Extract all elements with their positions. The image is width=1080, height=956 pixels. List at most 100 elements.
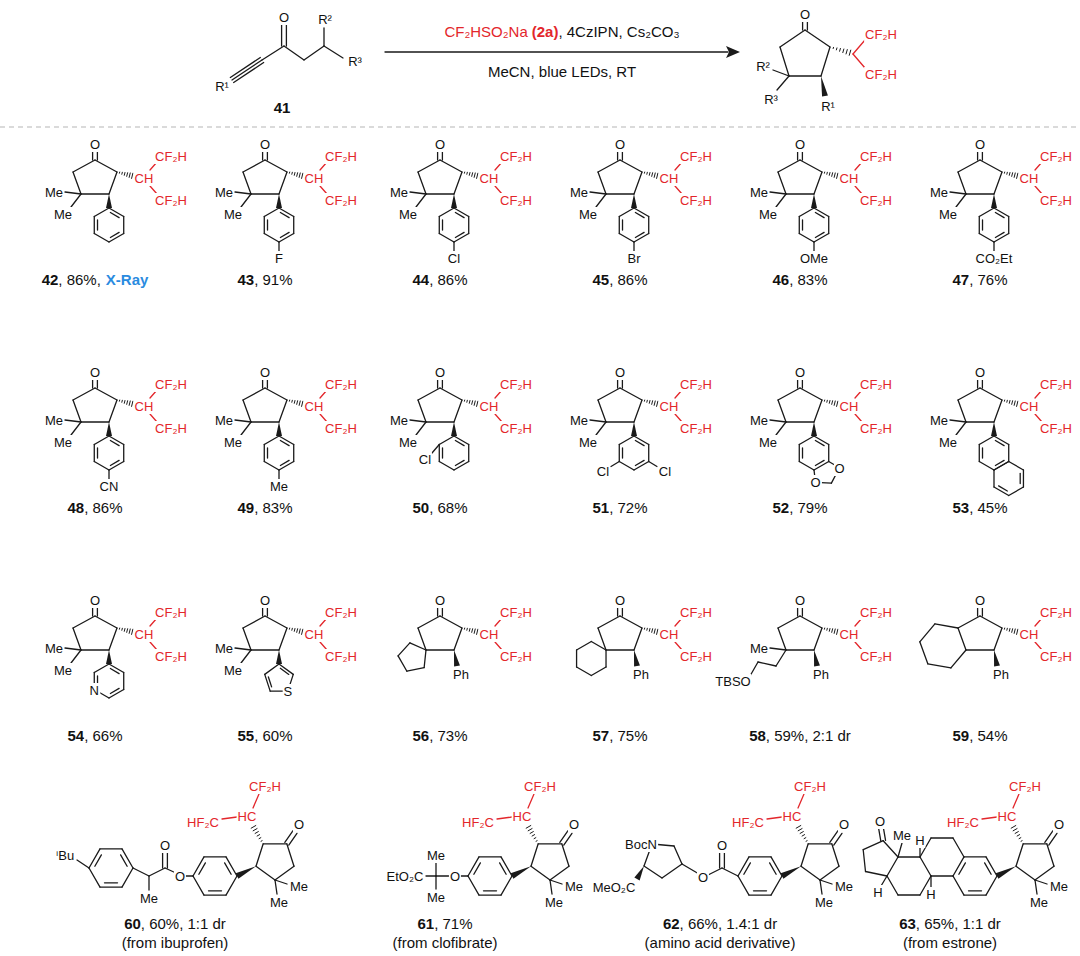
atom-label: CH (134, 399, 155, 414)
caption-line: (from clofibrate) (392, 935, 497, 951)
bond-line (468, 217, 469, 234)
bond-line (814, 462, 829, 471)
bond-line (979, 217, 980, 234)
compound-caption: 59 (952, 727, 969, 744)
hash-bond (469, 628, 471, 632)
bond-line (898, 856, 920, 857)
bond-line (439, 217, 440, 234)
wedge-bond (631, 194, 637, 208)
atom-label: Me (389, 185, 409, 200)
label-anchor: HF₂C (461, 814, 495, 830)
bond-line (109, 234, 124, 243)
bond-line (798, 794, 804, 808)
bond-line (267, 151, 268, 160)
hash-bond (121, 400, 123, 403)
label-anchor: Ph (812, 666, 830, 682)
hash-bond (466, 400, 468, 403)
bond-line (622, 220, 623, 230)
bond-line (770, 192, 786, 194)
bond-line (501, 857, 512, 876)
bond-line (758, 662, 776, 666)
bond-line (770, 420, 786, 422)
wedge-bond (276, 650, 282, 664)
atom-label: CF₂H (859, 193, 893, 208)
bond-line (799, 217, 800, 234)
bond-line (454, 462, 469, 471)
label-anchor: Me (44, 640, 64, 656)
bond-line (94, 664, 109, 673)
bond-line (133, 868, 149, 876)
bond-line (235, 648, 251, 650)
label-anchor: O (293, 816, 305, 832)
hash-bond (804, 837, 806, 838)
atom-label: O (434, 593, 446, 608)
bond-line (280, 441, 289, 446)
bond-line (1016, 844, 1023, 866)
bond-line (204, 894, 226, 895)
bond-line (73, 400, 81, 422)
atom-label: Me (269, 479, 289, 494)
bond-line (251, 649, 279, 650)
label-anchor: CH (479, 626, 500, 642)
compound-caption: 51 (592, 499, 609, 516)
compound-caption: CF₂HSO₂Na (444, 23, 527, 40)
hash-bond (1004, 400, 1005, 402)
bond-line (644, 866, 662, 878)
compound-caption: , 91% (254, 271, 292, 288)
atom-label: CF₂H (499, 649, 533, 664)
caption-line: 44, 86% (412, 272, 467, 288)
bond-line (770, 863, 777, 874)
atom-label: Me (749, 413, 769, 428)
bond-line (863, 850, 865, 872)
label-anchor: Me (544, 894, 564, 910)
bond-line (410, 192, 426, 194)
compound-caption: 43 (237, 271, 254, 288)
label-anchor: Me (1029, 894, 1049, 910)
label-anchor: CF₂H (154, 648, 188, 664)
hash-bond (530, 831, 534, 833)
label-anchor: CF₂H (864, 26, 898, 42)
bond-line (440, 160, 462, 172)
bond-line (887, 857, 898, 876)
bond-line (648, 445, 649, 462)
caption-line: 52, 79% (772, 500, 827, 516)
label-anchor: F (274, 250, 284, 266)
hash-bond (1009, 628, 1011, 632)
bond-line (776, 650, 786, 666)
compound-caption: , 75% (609, 727, 647, 744)
atom-label: Me (139, 891, 159, 906)
hash-bond (299, 401, 300, 406)
atom-label: Me (544, 895, 564, 910)
atom-label: CF₂H (499, 377, 533, 392)
label-anchor: O (697, 869, 709, 885)
hash-bond (469, 172, 471, 176)
atom-label: CH (304, 399, 325, 414)
label-anchor: O (434, 592, 446, 608)
bond-line (1023, 843, 1047, 844)
bond-line (799, 445, 800, 462)
bond-line (576, 650, 577, 667)
bond-line (982, 448, 983, 458)
bond-line (802, 151, 803, 160)
bond-line (265, 388, 287, 400)
bond-line (528, 794, 534, 808)
bond-line (953, 838, 964, 857)
bond-line (65, 420, 81, 422)
label-anchor: CF₂H (679, 192, 713, 208)
bond-line (898, 843, 902, 857)
bond-line (418, 388, 440, 400)
bond-line (994, 462, 1009, 471)
compound-caption: X-Ray (106, 271, 149, 288)
bond-line (802, 379, 803, 388)
label-anchor: CH (134, 626, 155, 642)
label-anchor: O (278, 9, 290, 25)
bond-line (879, 828, 881, 841)
label-anchor: Me (569, 184, 589, 200)
bond-line (110, 441, 119, 446)
bond-line (606, 649, 634, 650)
bond-line (109, 172, 117, 194)
bond-line (109, 436, 124, 445)
label-anchor: HF₂C (186, 814, 220, 830)
bond-line (560, 831, 568, 843)
label-anchor: CF₂H (154, 604, 188, 620)
